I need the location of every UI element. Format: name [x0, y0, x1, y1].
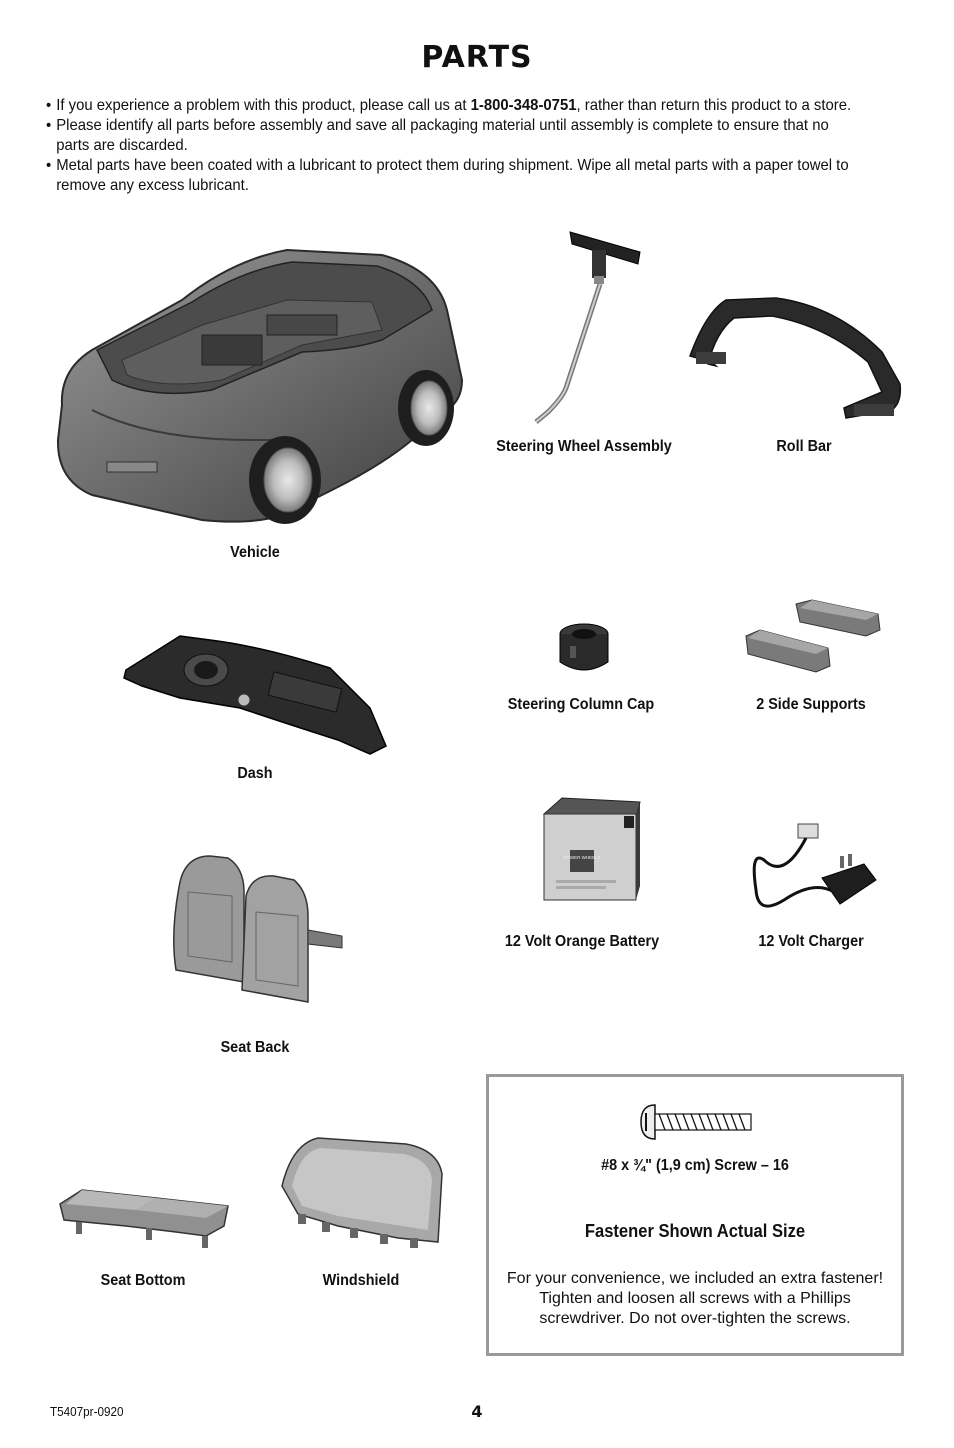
seat-bottom-label: Seat Bottom [100, 1272, 186, 1289]
page-number: 4 [471, 1402, 483, 1421]
page-title: PARTS [421, 40, 533, 75]
note-identify: •Please identify all parts before assemb… [46, 116, 855, 156]
seat-bottom-image [59, 1189, 229, 1248]
steering-wheel-label: Steering Wheel Assembly [496, 438, 672, 455]
note-text: Metal parts have been coated with a lubr… [56, 157, 849, 194]
note-lubricant: •Metal parts have been coated with a lub… [46, 156, 855, 196]
steering-cap-image [559, 623, 609, 671]
steering-wheel-image [534, 231, 641, 424]
instruction-notes: •If you experience a problem with this p… [46, 96, 855, 196]
note-text: If you experience a problem with this pr… [56, 97, 471, 114]
roll-bar-image [689, 297, 902, 419]
bullet: • [46, 117, 52, 134]
roll-bar-label: Roll Bar [776, 438, 832, 455]
steering-cap-label: Steering Column Cap [507, 696, 655, 713]
battery-label: 12 Volt Orange Battery [504, 933, 660, 950]
screw-label: #8 x ¾" (1,9 cm) Screw – 16 [601, 1157, 789, 1174]
document-code: T5407pr-0920 [50, 1404, 124, 1419]
dash-image [123, 635, 387, 755]
battery-logo: POWER WHEELS [563, 855, 600, 860]
windshield-label: Windshield [322, 1272, 400, 1289]
note-text: Please identify all parts before assembl… [56, 117, 829, 154]
charger-label: 12 Volt Charger [758, 933, 864, 950]
charger-image [752, 823, 877, 908]
note-text: , rather than return this product to a s… [576, 97, 852, 114]
fastener-title: Fastener Shown Actual Size [584, 1221, 806, 1241]
phone-number: 1-800-348-0751 [470, 97, 577, 114]
dash-label: Dash [237, 765, 273, 782]
seat-back-image [173, 855, 343, 1003]
bullet: • [46, 157, 52, 174]
seat-back-label: Seat Back [220, 1039, 290, 1056]
vehicle-image [56, 248, 464, 524]
windshield-image [281, 1137, 443, 1248]
bullet: • [46, 97, 52, 114]
side-supports-label: 2 Side Supports [756, 696, 866, 713]
battery-image: POWER WHEELS [542, 797, 641, 901]
note-call: •If you experience a problem with this p… [46, 96, 855, 116]
vehicle-label: Vehicle [230, 544, 280, 561]
fastener-panel: #8 x ¾" (1,9 cm) Screw – 16 Fastener Sho… [486, 1074, 904, 1356]
screw-icon [640, 1104, 752, 1140]
fastener-note: For your convenience, we included an ext… [506, 1270, 884, 1327]
side-supports-image [745, 599, 881, 673]
